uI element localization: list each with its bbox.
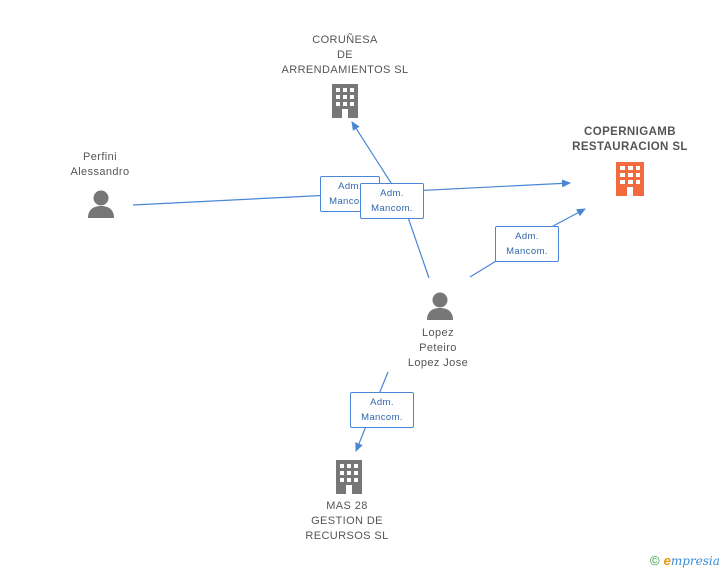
person-icon[interactable] <box>88 190 114 219</box>
brand-name: mpresia <box>670 554 720 568</box>
company-label-mas28[interactable]: MAS 28 GESTION DE RECURSOS SL <box>305 500 389 542</box>
person-icon[interactable] <box>427 292 453 321</box>
person-label-perfini[interactable]: Perfini Alessandro <box>70 151 130 178</box>
brand-logo-initial: e <box>663 553 671 568</box>
building-icon[interactable] <box>332 84 358 118</box>
brand-footer[interactable]: ©empresia <box>650 553 720 568</box>
building-icon[interactable] <box>616 162 644 196</box>
company-label-corunesa[interactable]: CORUÑESA DE ARRENDAMIENTOS SL <box>281 34 409 76</box>
person-label-lopez[interactable]: Lopez Peteiro Lopez Jose <box>407 327 469 369</box>
edge-label: Adm. Mancom. <box>495 226 559 262</box>
building-icon[interactable] <box>336 460 362 494</box>
company-label-copernigamb[interactable]: COPERNIGAMB RESTAURACION SL <box>572 126 688 153</box>
edge-label: Adm. Mancom. <box>360 183 424 219</box>
edge-label: Adm. Mancom. <box>350 392 414 428</box>
copyright-icon: © <box>650 553 660 568</box>
